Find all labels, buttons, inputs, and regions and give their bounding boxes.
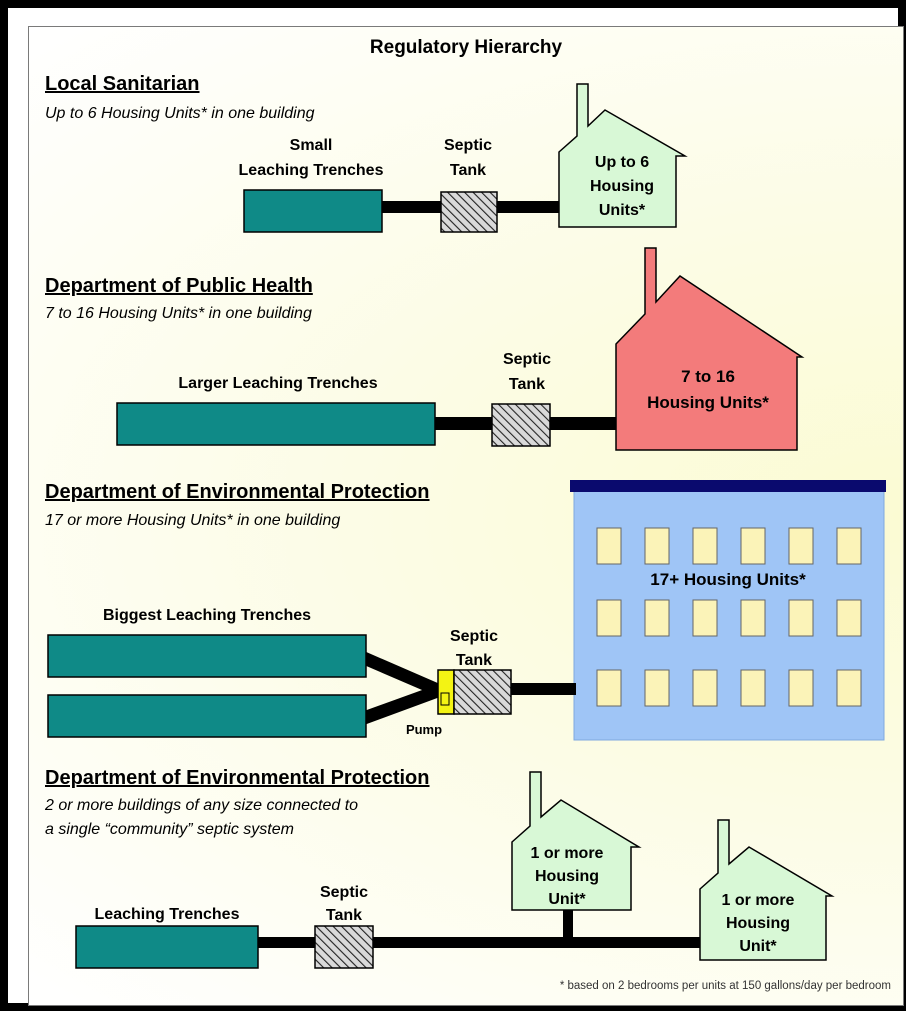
window	[596, 599, 622, 637]
section-2-house-label-line1: 7 to 16	[681, 367, 735, 386]
section-4-septic-tank	[314, 925, 374, 969]
section-4-house-b-label-line2: Housing	[726, 915, 790, 932]
section-2-subtitle: 7 to 16 Housing Units* in one building	[45, 305, 312, 322]
window	[740, 669, 766, 707]
section-4-house-a-label-line2: Housing	[535, 868, 599, 885]
section-3-building-label: 17+ Housing Units*	[650, 570, 806, 589]
window	[644, 669, 670, 707]
window	[788, 527, 814, 565]
window	[644, 599, 670, 637]
section-1-leaching-trench	[243, 189, 383, 233]
window	[836, 669, 862, 707]
window	[836, 599, 862, 637]
window	[692, 527, 718, 565]
section-4-house-b-label-line1: 1 or more	[722, 892, 795, 909]
window	[596, 669, 622, 707]
section-2-trench-label: Larger Leaching Trenches	[178, 375, 377, 392]
section-3-heading: Department of Environmental Protection	[45, 481, 430, 503]
window	[740, 527, 766, 565]
section-3-building-roof	[570, 480, 886, 492]
section-1-house-label-line3: Units*	[599, 202, 646, 219]
section-4-house-a	[511, 771, 642, 911]
window	[788, 669, 814, 707]
section-1-house	[558, 83, 688, 228]
section-3-pump	[437, 669, 455, 715]
section-1-heading: Local Sanitarian	[45, 73, 200, 95]
section-3-pump-label: Pump	[406, 722, 442, 737]
section-3-pipe-branch-lower	[364, 685, 440, 725]
section-3-subtitle: 17 or more Housing Units* in one buildin…	[45, 512, 340, 529]
section-2-heading: Department of Public Health	[45, 275, 313, 297]
window	[644, 527, 670, 565]
section-3-leaching-trench-1	[47, 634, 367, 678]
section-4-house-b-label-line3: Unit*	[739, 938, 777, 955]
section-3-pump-inner	[440, 692, 450, 706]
section-4-house-a-label-line1: 1 or more	[531, 845, 604, 862]
section-3-tank-label-line1: Septic	[450, 628, 498, 645]
section-3-trench-label: Biggest Leaching Trenches	[103, 607, 311, 624]
section-2-tank-label-line2: Tank	[509, 376, 545, 393]
section-4-tank-label-line1: Septic	[320, 884, 368, 901]
window	[692, 599, 718, 637]
diagram-title: Regulatory Hierarchy	[370, 37, 563, 58]
window	[788, 599, 814, 637]
section-2-septic-tank	[491, 403, 551, 447]
section-2-tank-label-line1: Septic	[503, 351, 551, 368]
section-4-pipe-main	[256, 937, 702, 948]
section-3-septic-tank	[453, 669, 512, 715]
section-1-subtitle: Up to 6 Housing Units* in one building	[45, 105, 315, 122]
section-4-trench-label: Leaching Trenches	[95, 906, 240, 923]
window	[692, 669, 718, 707]
section-1-septic-tank	[440, 191, 498, 233]
window	[836, 527, 862, 565]
section-1-trench-label-line1: Small	[290, 137, 333, 154]
section-4-leaching-trench	[75, 925, 259, 969]
section-3-leaching-trench-2	[47, 694, 367, 738]
section-4-subtitle-line2: a single “community” septic system	[45, 821, 294, 838]
section-3-building	[573, 483, 885, 741]
section-4-house-b	[699, 819, 835, 961]
section-2-house-label-line2: Housing Units*	[647, 393, 769, 412]
section-3-tank-label-line2: Tank	[456, 652, 492, 669]
section-1-house-label-line2: Housing	[590, 178, 654, 195]
section-3-pipe-to-building	[510, 683, 576, 695]
footnote: * based on 2 bedrooms per units at 150 g…	[560, 980, 891, 992]
window	[740, 599, 766, 637]
section-4-tank-label-line2: Tank	[326, 907, 362, 924]
section-4-house-a-label-line3: Unit*	[548, 891, 586, 908]
section-3-building-windows	[596, 527, 862, 707]
section-1-trench-label-line2: Leaching Trenches	[239, 162, 384, 179]
section-1-tank-label-line2: Tank	[450, 162, 486, 179]
section-3-pipe-branch-upper	[364, 651, 440, 696]
section-4-heading: Department of Environmental Protection	[45, 767, 430, 789]
section-1-house-label-line1: Up to 6	[595, 154, 649, 171]
section-2-leaching-trench	[116, 402, 436, 446]
window	[596, 527, 622, 565]
section-1-tank-label-line1: Septic	[444, 137, 492, 154]
section-2-house	[615, 247, 805, 451]
section-4-subtitle-line1: 2 or more buildings of any size connecte…	[44, 797, 358, 814]
section-4-pipe-riser	[563, 908, 573, 942]
